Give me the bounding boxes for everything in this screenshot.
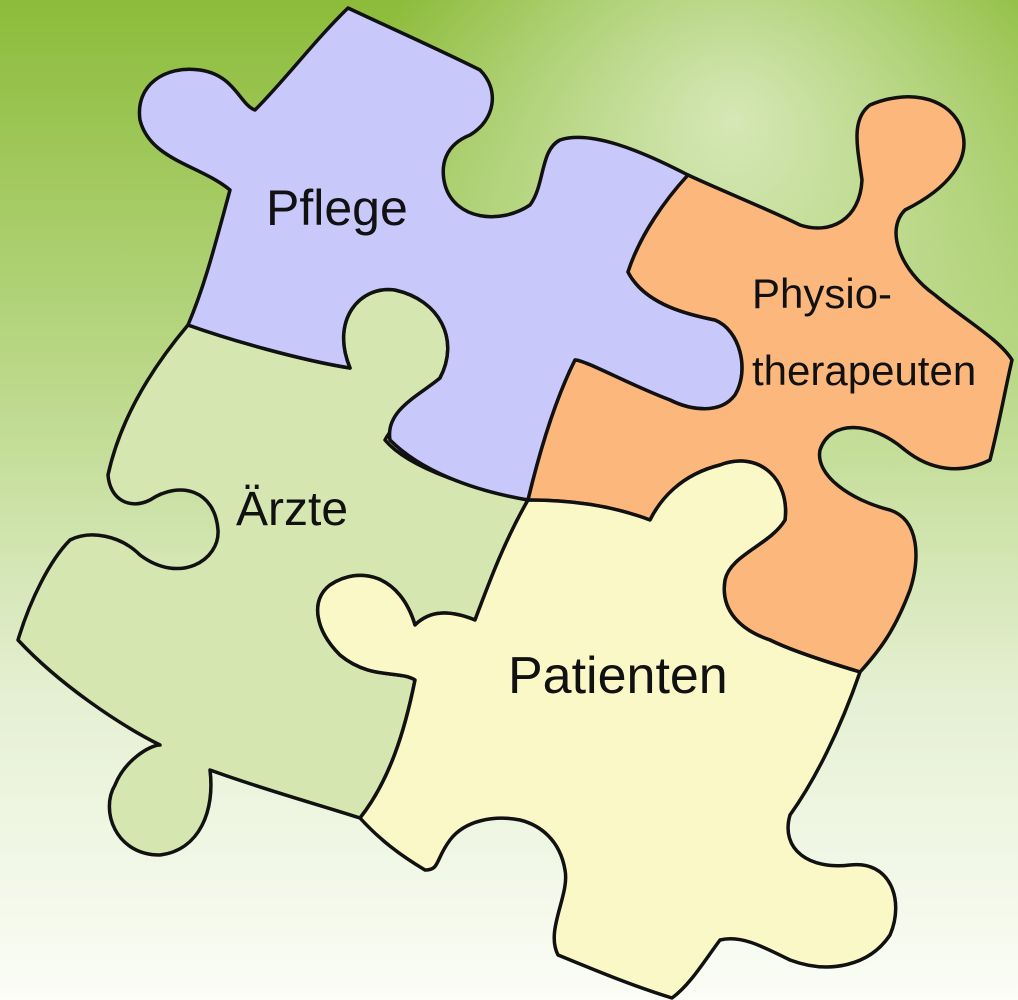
aerzte-label: Ärzte: [236, 486, 348, 534]
physio-label-line2: therapeuten: [752, 350, 976, 392]
physio-label-line1: Physio-: [752, 273, 892, 315]
patienten-label: Patienten: [508, 650, 728, 702]
pflege-label: Pflege: [266, 183, 408, 233]
